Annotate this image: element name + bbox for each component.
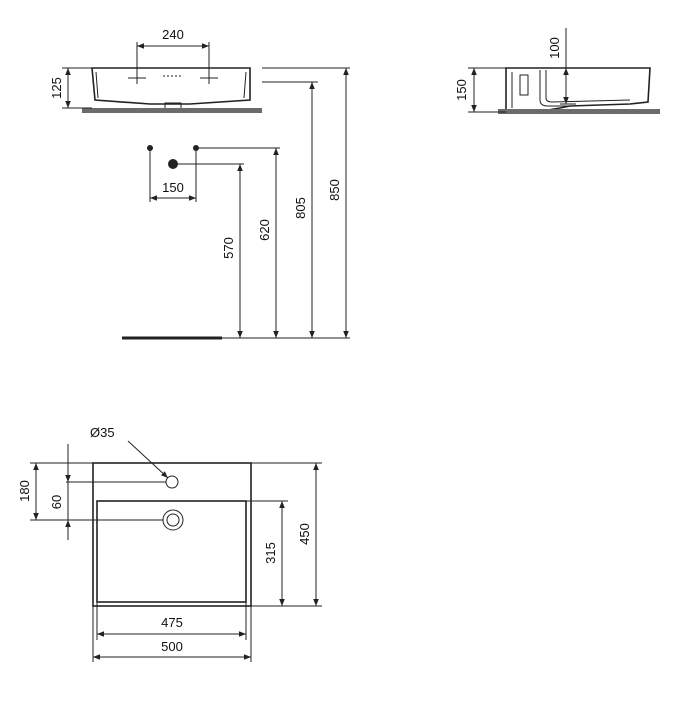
dim-overall-height-label: 850 [327, 179, 342, 201]
waste-outlet [162, 509, 184, 531]
dim-waste-offset-label: 60 [49, 495, 64, 509]
dim-tap-hole-diameter: Ø35 [90, 425, 169, 479]
dim-inner-depth-label: 315 [263, 542, 278, 564]
front-view: 240 125 150 570 [49, 27, 350, 340]
basin-front-outline [91, 67, 251, 112]
dim-side-height-label: 150 [454, 79, 469, 101]
dim-tap-spacing: 240 [136, 27, 210, 72]
dim-waste-offset: 60 [49, 444, 71, 540]
dim-side-height: 150 [454, 67, 506, 113]
dim-supply-height: 620 [257, 148, 279, 338]
dim-counter-height: 805 [293, 82, 315, 338]
dim-overall-depth: 450 [297, 463, 319, 606]
dim-side-depth: 100 [547, 28, 576, 105]
dim-tap-hole-offset: 180 [17, 463, 39, 520]
dim-waste-height-label: 570 [221, 237, 236, 259]
basin-top-outline [92, 462, 252, 607]
dim-supply-height-label: 620 [257, 219, 272, 241]
dim-overall-height: 850 [327, 68, 349, 338]
dim-counter-height-label: 805 [293, 197, 308, 219]
basin-side-outline [505, 67, 651, 113]
dim-tap-spacing-label: 240 [162, 27, 184, 42]
countertop-side [498, 109, 660, 114]
dim-side-depth-label: 100 [547, 37, 562, 59]
countertop-front [82, 108, 262, 113]
dim-tap-hole-offset-label: 180 [17, 480, 32, 502]
dim-overall-width-label: 500 [161, 639, 183, 654]
dim-inner-width-label: 475 [161, 615, 183, 630]
dim-inner-depth: 315 [263, 501, 285, 606]
dim-waste-height: 570 [221, 164, 243, 338]
dim-basin-height-label: 125 [49, 77, 64, 99]
dim-overall-width: 500 [93, 639, 251, 660]
supply-points: 150 [147, 145, 199, 202]
top-view: Ø35 180 60 315 450 [17, 425, 322, 662]
dim-tap-hole-diameter-label: Ø35 [90, 425, 115, 440]
dim-supply-spacing-label: 150 [162, 180, 184, 195]
basin-top-bowl [96, 500, 247, 603]
dim-inner-width: 475 [97, 615, 246, 637]
tap-hole-markers [128, 72, 218, 84]
dim-basin-height: 125 [49, 67, 92, 109]
side-view: 100 150 [454, 28, 660, 114]
dim-overall-depth-label: 450 [297, 523, 312, 545]
